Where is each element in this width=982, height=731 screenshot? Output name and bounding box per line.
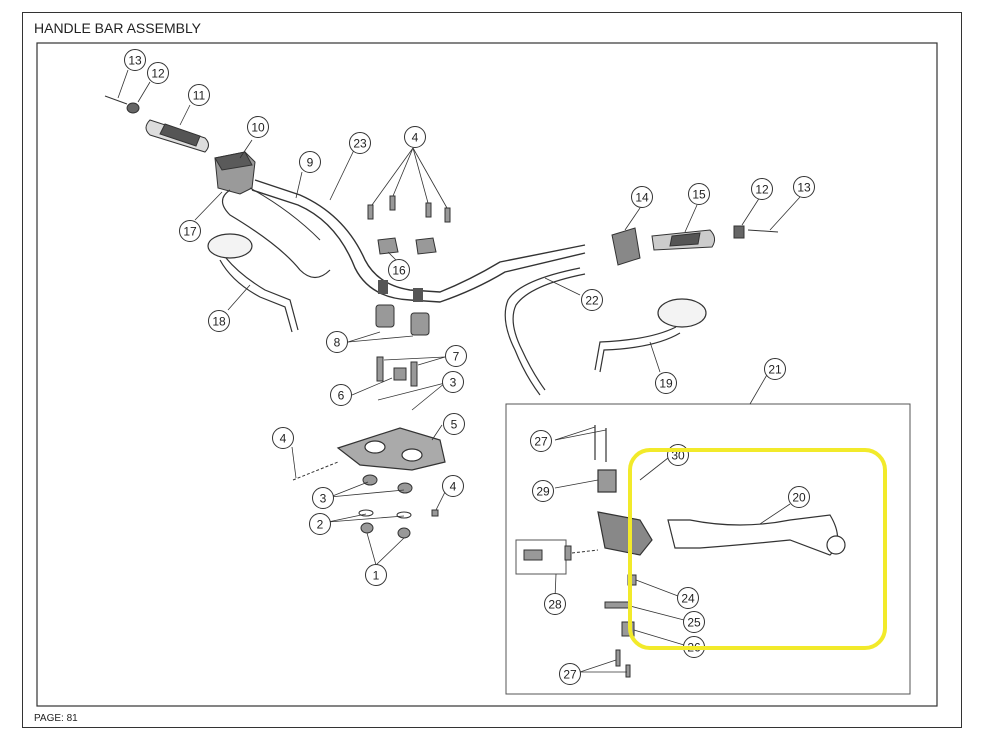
clutch-cable-outline (512, 273, 586, 391)
callout-6: 6 (330, 384, 352, 406)
inner-frame (36, 42, 938, 707)
right-mirror (594, 298, 707, 373)
svg-text:11: 11 (193, 89, 206, 103)
lever-small-parts (523, 545, 637, 678)
svg-text:7: 7 (453, 350, 460, 364)
svg-text:25: 25 (687, 616, 701, 630)
page-title: HANDLE BAR ASSEMBLY (34, 20, 202, 36)
clutch-cable (504, 267, 581, 396)
svg-text:9: 9 (307, 156, 314, 170)
svg-text:27: 27 (563, 668, 577, 682)
callout-28: 28 (544, 593, 566, 615)
callout-30: 30 (667, 444, 689, 466)
svg-text:4: 4 (280, 432, 287, 446)
svg-text:6: 6 (338, 389, 345, 403)
callout-8: 8 (326, 331, 348, 353)
callout-9: 9 (299, 151, 321, 173)
callout-4-left: 4 (272, 427, 294, 449)
svg-text:28: 28 (548, 598, 562, 612)
page-number: PAGE: 81 (34, 713, 78, 724)
callout-7: 7 (445, 345, 467, 367)
left-switch-housing (214, 151, 256, 195)
callout-14: 14 (631, 186, 653, 208)
callout-2: 2 (309, 513, 331, 535)
svg-text:12: 12 (755, 183, 769, 197)
callout-18: 18 (208, 310, 230, 332)
callout-20: 20 (788, 486, 810, 508)
svg-text:27: 27 (534, 435, 548, 449)
svg-text:13: 13 (128, 54, 142, 68)
callout-27-bottom: 27 (559, 663, 581, 685)
callout-21: 21 (764, 358, 786, 380)
svg-text:17: 17 (183, 225, 197, 239)
callout-11: 11 (188, 84, 210, 106)
callout-5: 5 (443, 413, 465, 435)
svg-text:21: 21 (768, 363, 782, 377)
svg-text:20: 20 (792, 491, 806, 505)
upper-triple-clamp (336, 427, 446, 471)
callout-4-right: 4 (442, 475, 464, 497)
svg-text:8: 8 (334, 336, 341, 350)
callout-27-top: 27 (530, 430, 552, 452)
callout-13-right: 13 (793, 176, 815, 198)
callout-1: 1 (365, 564, 387, 586)
callout-19: 19 (655, 372, 677, 394)
left-mirror (207, 233, 299, 333)
callout-12: 12 (147, 62, 169, 84)
callout-24: 24 (677, 587, 699, 609)
callout-3-upper: 3 (442, 371, 464, 393)
highlight-box (628, 448, 887, 650)
callout-22: 22 (581, 289, 603, 311)
callout-23: 23 (349, 132, 371, 154)
lever-perch (594, 425, 653, 556)
upper-clamp-bolts (367, 195, 451, 255)
callout-13: 13 (124, 49, 146, 71)
svg-text:3: 3 (320, 492, 327, 506)
right-grip (651, 225, 779, 251)
svg-text:15: 15 (692, 188, 706, 202)
svg-text:10: 10 (251, 121, 265, 135)
switch-wiring (221, 189, 331, 279)
svg-text:3: 3 (450, 376, 457, 390)
svg-text:2: 2 (317, 518, 324, 532)
handlebar-risers (375, 304, 430, 387)
callout-4-top: 4 (404, 126, 426, 148)
callout-15: 15 (688, 183, 710, 205)
svg-text:13: 13 (797, 181, 811, 195)
callout-bubbles: 13 12 11 10 9 23 4 14 15 12 13 17 16 18 … (124, 49, 815, 685)
svg-text:4: 4 (412, 131, 419, 145)
callout-10: 10 (247, 116, 269, 138)
drawing-frame (22, 12, 962, 728)
svg-text:23: 23 (353, 137, 367, 151)
svg-text:16: 16 (392, 264, 406, 278)
left-grip (104, 95, 209, 153)
right-switch-housing (611, 227, 641, 266)
svg-text:4: 4 (450, 480, 457, 494)
callout-16: 16 (388, 259, 410, 281)
svg-text:12: 12 (151, 67, 165, 81)
svg-text:18: 18 (212, 315, 226, 329)
svg-text:19: 19 (659, 377, 673, 391)
svg-text:24: 24 (681, 592, 695, 606)
detail-box-lever-assembly (505, 403, 911, 695)
svg-text:5: 5 (451, 418, 458, 432)
callout-12-right: 12 (751, 178, 773, 200)
svg-text:1: 1 (373, 569, 380, 583)
callout-3-lower: 3 (312, 487, 334, 509)
cable-23 (249, 187, 321, 241)
clutch-lever (667, 514, 846, 556)
svg-text:22: 22 (585, 294, 599, 308)
callout-17: 17 (179, 220, 201, 242)
svg-text:14: 14 (635, 191, 649, 205)
handlebar-tube (251, 179, 586, 303)
svg-text:29: 29 (536, 485, 550, 499)
callout-25: 25 (683, 611, 705, 633)
callout-29: 29 (532, 480, 554, 502)
